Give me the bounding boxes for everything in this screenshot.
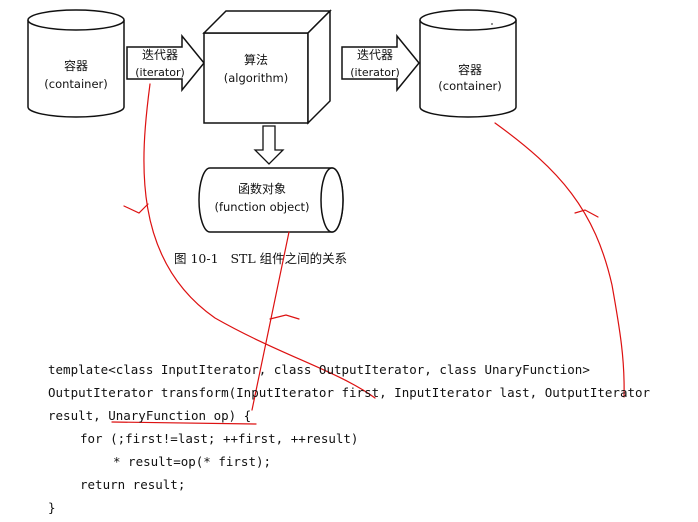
algorithm-label-zh: 算法 — [244, 52, 268, 67]
figure-caption: 图 10-1 STL 组件之间的关系 — [174, 251, 347, 266]
algorithm-label-en: (algorithm) — [224, 71, 288, 85]
code-line-4: for (;first!=last; ++first, ++result) — [80, 431, 359, 446]
right-container-label-en: (container) — [438, 79, 501, 93]
code-line-5: * result=op(* first); — [113, 454, 272, 469]
down-arrow — [253, 125, 285, 165]
left-container-label-zh: 容器 — [64, 58, 88, 73]
red-annotations — [111, 83, 625, 425]
algorithm-cube: 算法 (algorithm) — [202, 9, 332, 125]
code-line-3: result, UnaryFunction op) { — [48, 408, 252, 423]
code-line-6: return result; — [80, 477, 186, 492]
right-iterator-arrow: 迭代器 (iterator) — [341, 33, 420, 93]
function-object-label-zh: 函数对象 — [238, 181, 286, 196]
right-container-label-zh: 容器 — [458, 62, 482, 77]
left-iterator-label-en: (iterator) — [135, 66, 185, 79]
right-iterator-label-en: (iterator) — [350, 66, 400, 79]
left-container-label-en: (container) — [44, 77, 107, 91]
function-object-label-en: (function object) — [214, 200, 309, 214]
code-line-1: template<class InputIterator, class Outp… — [48, 362, 590, 377]
code-line-2: OutputIterator transform(InputIterator f… — [48, 385, 651, 400]
left-iterator-arrow: 迭代器 (iterator) — [126, 33, 205, 93]
right-container-cylinder: 容器 (container) — [419, 9, 517, 118]
function-object-cylinder: 函数对象 (function object) — [198, 167, 344, 233]
left-container-cylinder: 容器 (container) — [27, 9, 125, 118]
left-iterator-label-zh: 迭代器 — [142, 48, 178, 62]
code-line-7: } — [48, 500, 56, 515]
right-iterator-label-zh: 迭代器 — [357, 48, 393, 62]
